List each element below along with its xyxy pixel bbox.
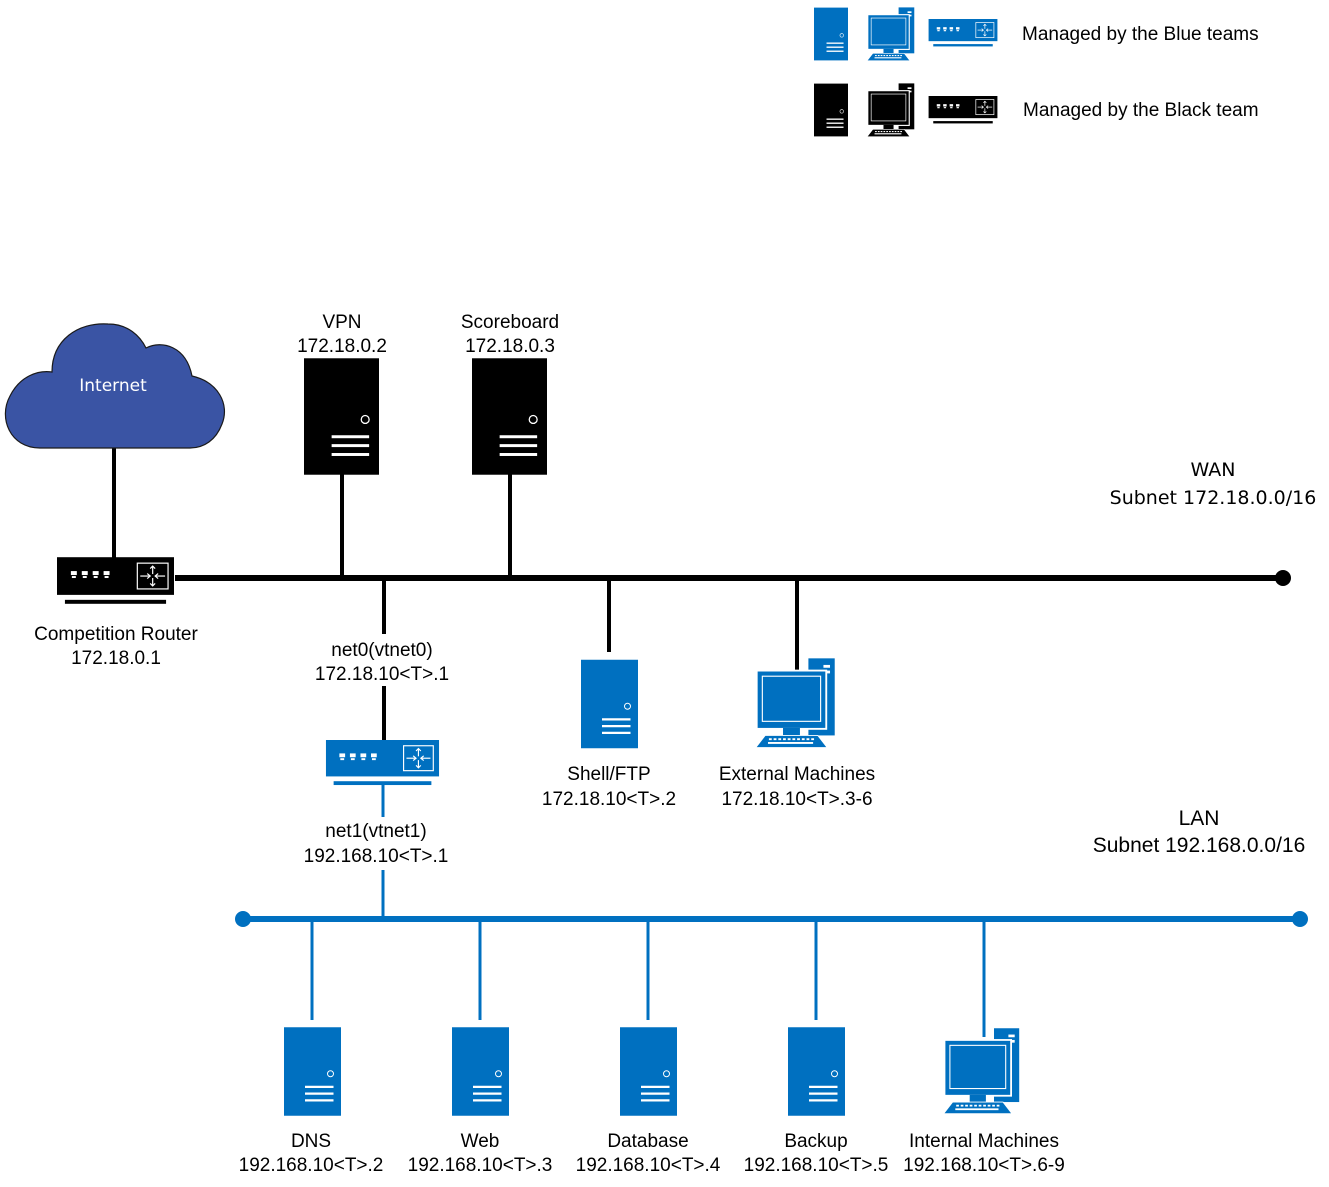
competition-router[interactable]: Competition Router 172.18.0.1 <box>34 557 199 669</box>
server-icon <box>472 358 547 475</box>
competition-router-name: Competition Router <box>34 624 198 645</box>
server-icon <box>304 358 379 475</box>
wan-bus-endpoint <box>1275 570 1291 586</box>
server-icon <box>581 659 638 749</box>
vpn-server[interactable]: VPN 172.18.0.2 <box>297 312 387 475</box>
competition-router-ip: 172.18.0.1 <box>71 648 161 669</box>
shell-ftp-name: Shell/FTP <box>567 764 650 785</box>
team-router[interactable]: net0(vtnet0) 172.18.10<T>.1 net1(vtnet1)… <box>304 640 449 867</box>
cloud-icon <box>4 323 226 449</box>
workstation-icon <box>866 7 915 61</box>
lan-subnet: Subnet 192.168.0.0/16 <box>1093 834 1306 857</box>
scoreboard-ip: 172.18.0.3 <box>465 336 555 357</box>
internal-machines-ip: 192.168.10<T>.6-9 <box>903 1155 1065 1176</box>
wan-label: WAN Subnet 172.18.0.0/16 <box>1110 459 1317 509</box>
database-ip: 192.168.10<T>.4 <box>576 1155 721 1176</box>
net1-name: net1(vtnet1) <box>325 821 426 842</box>
server-icon <box>814 83 848 137</box>
internal-machines[interactable]: Internal Machines 192.168.10<T>.6-9 <box>903 1027 1065 1176</box>
internet-cloud[interactable]: Internet <box>4 323 226 449</box>
shell-ftp-ip: 172.18.10<T>.2 <box>542 789 676 810</box>
dns-name: DNS <box>291 1131 331 1152</box>
legend-label-black: Managed by the Black team <box>1023 100 1259 121</box>
vpn-name: VPN <box>322 312 361 333</box>
scoreboard-name: Scoreboard <box>461 312 559 333</box>
external-machines[interactable]: External Machines 172.18.10<T>.3-6 <box>719 658 875 810</box>
net1-ip: 192.168.10<T>.1 <box>304 846 449 867</box>
database-name: Database <box>607 1131 688 1152</box>
legend-item-blue: Managed by the Blue teams <box>814 7 1259 61</box>
lan-label: LAN Subnet 192.168.0.0/16 <box>1093 807 1306 857</box>
web-name: Web <box>461 1131 500 1152</box>
internet-label: Internet <box>79 376 147 396</box>
dns-ip: 192.168.10<T>.2 <box>239 1155 384 1176</box>
lan-bus-endpoint-left <box>235 911 251 927</box>
workstation-icon <box>943 1027 1020 1115</box>
net0-ip: 172.18.10<T>.1 <box>315 664 449 685</box>
internal-machines-name: Internal Machines <box>909 1131 1059 1152</box>
server-icon <box>452 1026 509 1117</box>
external-machines-ip: 172.18.10<T>.3-6 <box>721 789 872 810</box>
wan-title: WAN <box>1191 459 1236 481</box>
router-icon <box>325 740 440 786</box>
workstation-icon <box>866 83 915 137</box>
legend-label-blue: Managed by the Blue teams <box>1022 24 1259 45</box>
lan-links <box>243 784 1300 1037</box>
legend-item-black: Managed by the Black team <box>814 83 1259 137</box>
router-icon <box>57 557 174 605</box>
server-icon <box>284 1026 341 1117</box>
lan-title: LAN <box>1179 807 1220 830</box>
backup-server[interactable]: Backup 192.168.10<T>.5 <box>744 1026 889 1176</box>
scoreboard-server[interactable]: Scoreboard 172.18.0.3 <box>461 312 559 475</box>
net0-name: net0(vtnet0) <box>331 640 432 661</box>
database-server[interactable]: Database 192.168.10<T>.4 <box>576 1026 721 1176</box>
web-server[interactable]: Web 192.168.10<T>.3 <box>408 1026 553 1176</box>
external-machines-name: External Machines <box>719 764 875 785</box>
server-icon <box>788 1026 845 1117</box>
legend: Managed by the Blue teams Managed by the… <box>814 7 1259 137</box>
web-ip: 192.168.10<T>.3 <box>408 1155 553 1176</box>
wan-links <box>112 447 1283 741</box>
router-icon <box>928 19 998 47</box>
workstation-icon <box>755 658 836 748</box>
shell-ftp-server[interactable]: Shell/FTP 172.18.10<T>.2 <box>542 659 676 810</box>
server-icon <box>620 1026 677 1117</box>
backup-name: Backup <box>784 1131 847 1152</box>
wan-subnet: Subnet 172.18.0.0/16 <box>1110 487 1317 509</box>
backup-ip: 192.168.10<T>.5 <box>744 1155 889 1176</box>
vpn-ip: 172.18.0.2 <box>297 336 387 357</box>
router-icon <box>928 96 998 124</box>
server-icon <box>814 7 848 61</box>
lan-bus-endpoint-right <box>1292 911 1308 927</box>
dns-server[interactable]: DNS 192.168.10<T>.2 <box>239 1026 384 1176</box>
